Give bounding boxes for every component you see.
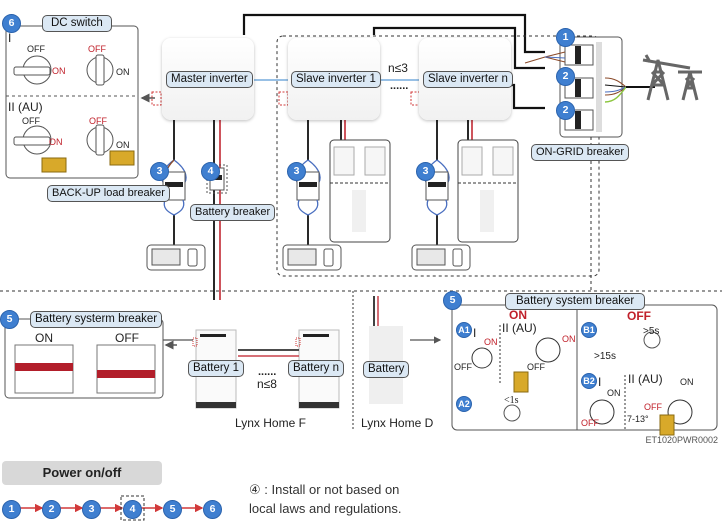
right-angle: 7-13° [627, 414, 649, 424]
right-off-a2: OFF [527, 362, 545, 372]
step-badge-3-slave1: 3 [287, 162, 306, 181]
right-panel-locks [513, 371, 675, 436]
document-code: ET1020PWR0002 [645, 435, 718, 445]
install-note-line2: local laws and regulations. [249, 501, 402, 516]
step-badge-2-ongrid-b: 2 [556, 101, 575, 120]
flow-step-6: 6 [203, 500, 222, 519]
battery-left-on-label: ON [35, 331, 53, 345]
right-on-b3: ON [680, 377, 694, 387]
backup-breaker-slaven [424, 159, 450, 216]
flow-step-4: 4 [123, 500, 142, 519]
battery-system-breaker-left-title: Battery systerm breaker [30, 311, 163, 328]
flow-step-1: 1 [2, 500, 21, 519]
dc-on-label-4: ON [116, 140, 130, 150]
step-b2: B2 [581, 373, 597, 389]
right-on-a2: ON [562, 334, 576, 344]
dc-switch-locks [41, 150, 135, 173]
power-on-off-title: Power on/off [2, 461, 162, 485]
battery-dots: ...... [258, 366, 277, 378]
slave-inverter-1-label: Slave inverter 1 [291, 71, 381, 88]
battery-count-note: n≤8 [257, 377, 277, 391]
flow-step-5: 5 [163, 500, 182, 519]
install-note-line1: ④ : Install or not based on [249, 482, 400, 497]
ongrid-breaker-panel [524, 36, 655, 138]
right-lt1s: <1s [504, 395, 519, 406]
breaker-on-illustration [14, 344, 74, 394]
backup-breaker-label: BACK-UP load breaker [47, 185, 170, 202]
battery-label: Battery [363, 361, 410, 378]
right-on-header: ON [509, 308, 527, 322]
right-ii-au-label-a: II (AU) [502, 321, 537, 335]
load-device-slave1 [282, 244, 342, 271]
step-badge-1-ongrid: 1 [556, 28, 575, 47]
battery-1-label: Battery 1 [188, 360, 245, 377]
breaker-off-illustration [96, 344, 156, 394]
step-badge-3-master: 3 [150, 162, 169, 181]
step-a1: A1 [456, 322, 472, 338]
right-gt5s: >5s [643, 326, 660, 337]
slave-dots: ...... [390, 80, 409, 92]
step-badge-2-ongrid-a: 2 [556, 67, 575, 86]
right-i-label-a: I [473, 326, 477, 340]
flow-step-3: 3 [82, 500, 101, 519]
slaven-battery-box [457, 139, 519, 243]
battery-system-breaker-right-title: Battery system breaker [505, 293, 646, 310]
dc-switch-knobs [13, 54, 114, 156]
right-off-b2: OFF [581, 418, 599, 428]
power-button-icons [503, 331, 661, 422]
step-a2: A2 [456, 396, 472, 412]
battery-left-off-label: OFF [115, 331, 139, 345]
step-badge-6: 6 [2, 14, 21, 33]
step-badge-3-slaven: 3 [416, 162, 435, 181]
dc-off-label-4: OFF [89, 116, 107, 126]
dc-on-label-1: ON [52, 66, 66, 76]
step-badge-5-right: 5 [443, 291, 462, 310]
slave1-battery-box [329, 139, 391, 243]
right-i-label-b: I [598, 375, 602, 389]
grid-tower-icon [642, 54, 702, 101]
dc-off-label-1: OFF [27, 44, 45, 54]
lynx-d-device [369, 296, 442, 404]
right-off-a1: OFF [454, 362, 472, 372]
step-b1: B1 [581, 322, 597, 338]
ongrid-breaker-label: ON-GRID breaker [531, 144, 630, 161]
dc-on-label-3: ON [49, 137, 63, 147]
slave-inverter-n-label: Slave inverter n [423, 71, 513, 88]
right-gt15s: >15s [594, 351, 616, 362]
right-on-b2: ON [607, 388, 621, 398]
dc-switch-section-1: I [8, 31, 12, 45]
master-inverter-label: Master inverter [166, 71, 253, 88]
battery-breaker-label: Battery breaker [190, 204, 276, 221]
backup-breaker-slave1 [295, 159, 321, 216]
dc-on-label-2: ON [116, 67, 130, 77]
dc-switch-title: DC switch [42, 15, 112, 32]
load-device-master [146, 244, 206, 271]
load-device-slaven [411, 244, 471, 271]
slave-count-note: n≤3 [388, 61, 408, 75]
dc-off-label-2: OFF [88, 44, 106, 54]
lynx-home-d-label: Lynx Home D [361, 416, 434, 430]
install-note: ④ : Install or not based on local laws a… [249, 480, 401, 518]
step-badge-4: 4 [201, 162, 220, 181]
right-off-header: OFF [627, 309, 651, 323]
flow-step-2: 2 [42, 500, 61, 519]
lynx-home-f-label: Lynx Home F [235, 416, 306, 430]
step-badge-5-left: 5 [0, 310, 19, 329]
right-ii-au-label-b: II (AU) [628, 372, 663, 386]
dc-switch-section-2: II (AU) [8, 100, 43, 114]
dc-off-label-3: OFF [22, 116, 40, 126]
right-on-a1: ON [484, 337, 498, 347]
battery-n-label: Battery n [288, 360, 345, 377]
right-off-b3: OFF [644, 402, 662, 412]
optional-step-box [120, 495, 145, 521]
